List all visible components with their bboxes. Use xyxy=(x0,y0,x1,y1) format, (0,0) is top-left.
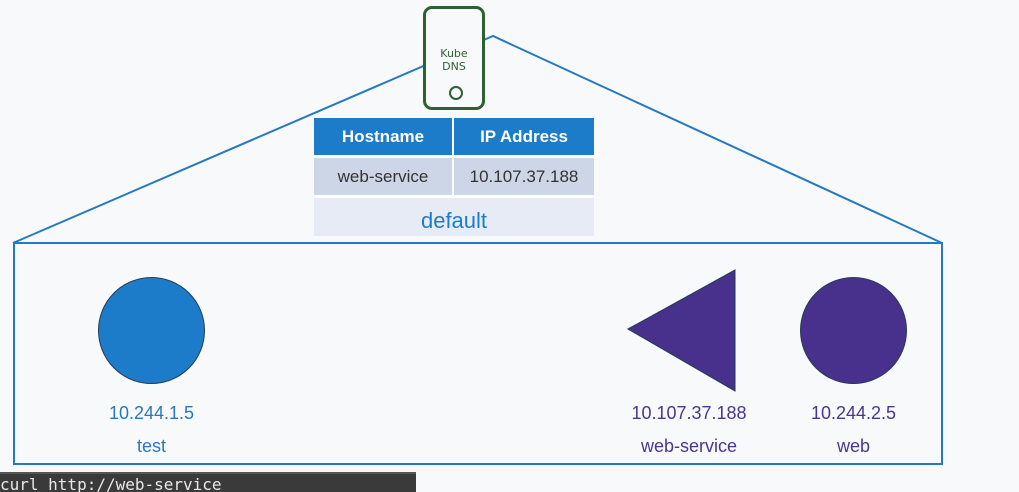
test-pod-ip: 10.244.1.5 xyxy=(108,403,195,423)
namespace-row: default xyxy=(314,195,594,236)
test-pod-icon xyxy=(98,277,205,384)
web-pod-icon xyxy=(800,277,907,384)
service-triangle-icon xyxy=(626,269,736,392)
dns-table-header: Hostname IP Address xyxy=(314,118,594,155)
namespace-label: default xyxy=(314,195,594,236)
service-name: web-service xyxy=(640,436,738,456)
terminal-command: curl http://web-service xyxy=(0,472,416,492)
service-ip: 10.107.37.188 xyxy=(631,403,747,423)
header-hostname: Hostname xyxy=(314,118,452,155)
web-pod-ip: 10.244.2.5 xyxy=(810,403,897,423)
roof-line xyxy=(12,34,943,244)
dns-table: Hostname IP Address web-service 10.107.3… xyxy=(314,118,594,236)
kube-dns-line2: DNS xyxy=(442,60,466,73)
web-pod-name: web xyxy=(836,436,871,456)
test-pod-name: test xyxy=(136,436,166,456)
namespace-box xyxy=(13,242,943,465)
table-row: web-service 10.107.37.188 xyxy=(314,155,594,195)
kube-dns-line1: Kube xyxy=(440,47,468,60)
cell-ip-address: 10.107.37.188 xyxy=(452,155,594,195)
kube-dns-label: Kube DNS xyxy=(426,47,482,73)
kube-dns-status-icon xyxy=(449,86,463,100)
kube-dns-pod: Kube DNS xyxy=(423,6,485,110)
header-ip-address: IP Address xyxy=(452,118,594,155)
cell-hostname: web-service xyxy=(314,155,452,195)
